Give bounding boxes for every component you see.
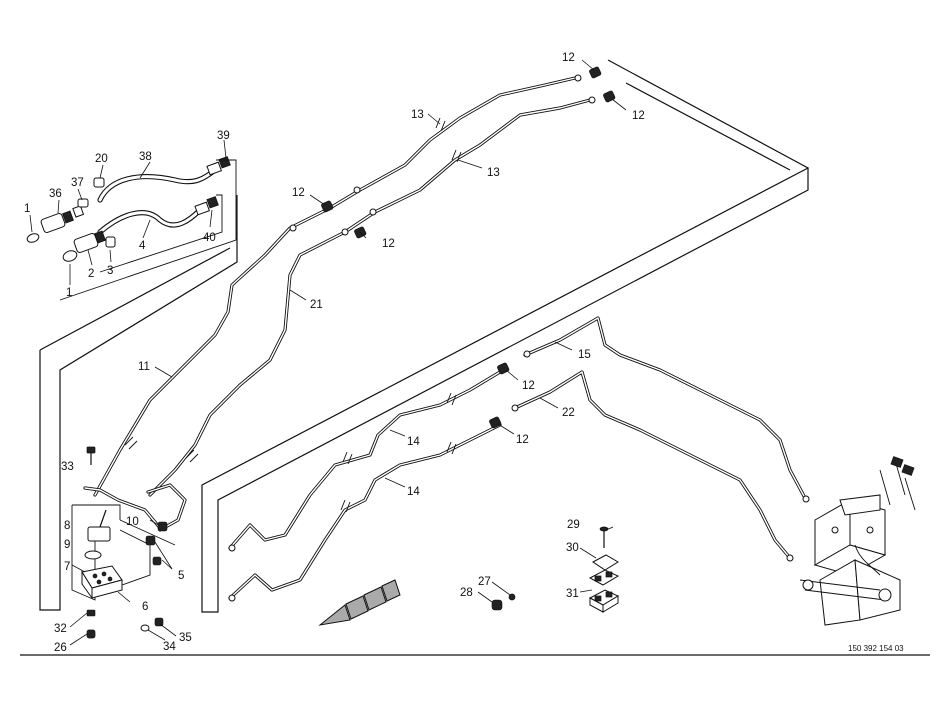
- callout-8: 8: [64, 520, 70, 532]
- callout-12: 12: [562, 52, 575, 64]
- frame-outline-upper: [39, 59, 810, 613]
- callout-14: 14: [407, 486, 420, 498]
- fitting-nuts: [228, 66, 810, 602]
- callout-12: 12: [382, 238, 395, 250]
- callout-36: 36: [49, 188, 62, 200]
- callout-13: 13: [411, 109, 424, 121]
- coupling-assembly-lower: [62, 230, 116, 262]
- leader-lines: [29, 59, 627, 646]
- pipe-21-13-lower: [148, 98, 592, 497]
- coupling-assembly-upper: [26, 177, 105, 243]
- pipe-14-upper: [228, 370, 502, 550]
- callout-40: 40: [203, 232, 216, 244]
- callout-22: 22: [562, 407, 575, 419]
- document-number: 150 392 154 03: [848, 644, 904, 653]
- pipe-22: [513, 370, 792, 560]
- callout-32: 32: [54, 623, 67, 635]
- pipe-break-marks: [124, 117, 462, 513]
- callout-38: 38: [139, 151, 152, 163]
- callout-1: 1: [66, 287, 72, 299]
- callout-13: 13: [487, 167, 500, 179]
- callout-29: 29: [567, 519, 580, 531]
- callout-2: 2: [88, 268, 94, 280]
- callout-12: 12: [522, 380, 535, 392]
- small-parts-group: [491, 526, 620, 613]
- pipe-14-lower: [228, 423, 502, 600]
- callout-35: 35: [179, 632, 192, 644]
- callout-7: 7: [64, 561, 70, 573]
- callout-39: 39: [217, 130, 230, 142]
- callout-12: 12: [292, 187, 305, 199]
- direction-arrow: [318, 579, 401, 626]
- callout-12: 12: [632, 110, 645, 122]
- callout-14: 14: [407, 436, 420, 448]
- pipe-ends-at-valve: [83, 483, 187, 532]
- callout-10: 10: [126, 516, 139, 528]
- callout-34: 34: [163, 641, 176, 653]
- callout-30: 30: [566, 542, 579, 554]
- hitch-mechanism: [799, 456, 916, 626]
- hose-4: [97, 196, 219, 235]
- callout-27: 27: [478, 576, 491, 588]
- callout-11: 11: [138, 361, 150, 373]
- callout-6: 6: [142, 601, 148, 613]
- valve-block-assembly: [71, 446, 176, 639]
- callout-5: 5: [178, 570, 184, 582]
- callout-4: 4: [139, 240, 146, 252]
- hose-bracket-outline: [59, 159, 237, 301]
- callout-9: 9: [64, 539, 70, 551]
- callout-20: 20: [95, 153, 108, 165]
- callout-12: 12: [516, 434, 529, 446]
- callout-3: 3: [107, 265, 113, 277]
- callout-28: 28: [460, 587, 473, 599]
- callout-26: 26: [54, 642, 67, 654]
- callout-1: 1: [24, 203, 30, 215]
- callout-33: 33: [61, 461, 74, 473]
- hose-38: [97, 156, 231, 203]
- callout-15: 15: [578, 349, 591, 361]
- callout-31: 31: [566, 588, 579, 600]
- callout-37: 37: [71, 177, 84, 189]
- pipe-11-13-upper: [93, 76, 577, 497]
- pipe-15: [523, 316, 807, 500]
- callouts: 12 12 12 12 12 12 13 13 39 38 20 36 37 1…: [24, 52, 645, 654]
- callout-21: 21: [310, 299, 323, 311]
